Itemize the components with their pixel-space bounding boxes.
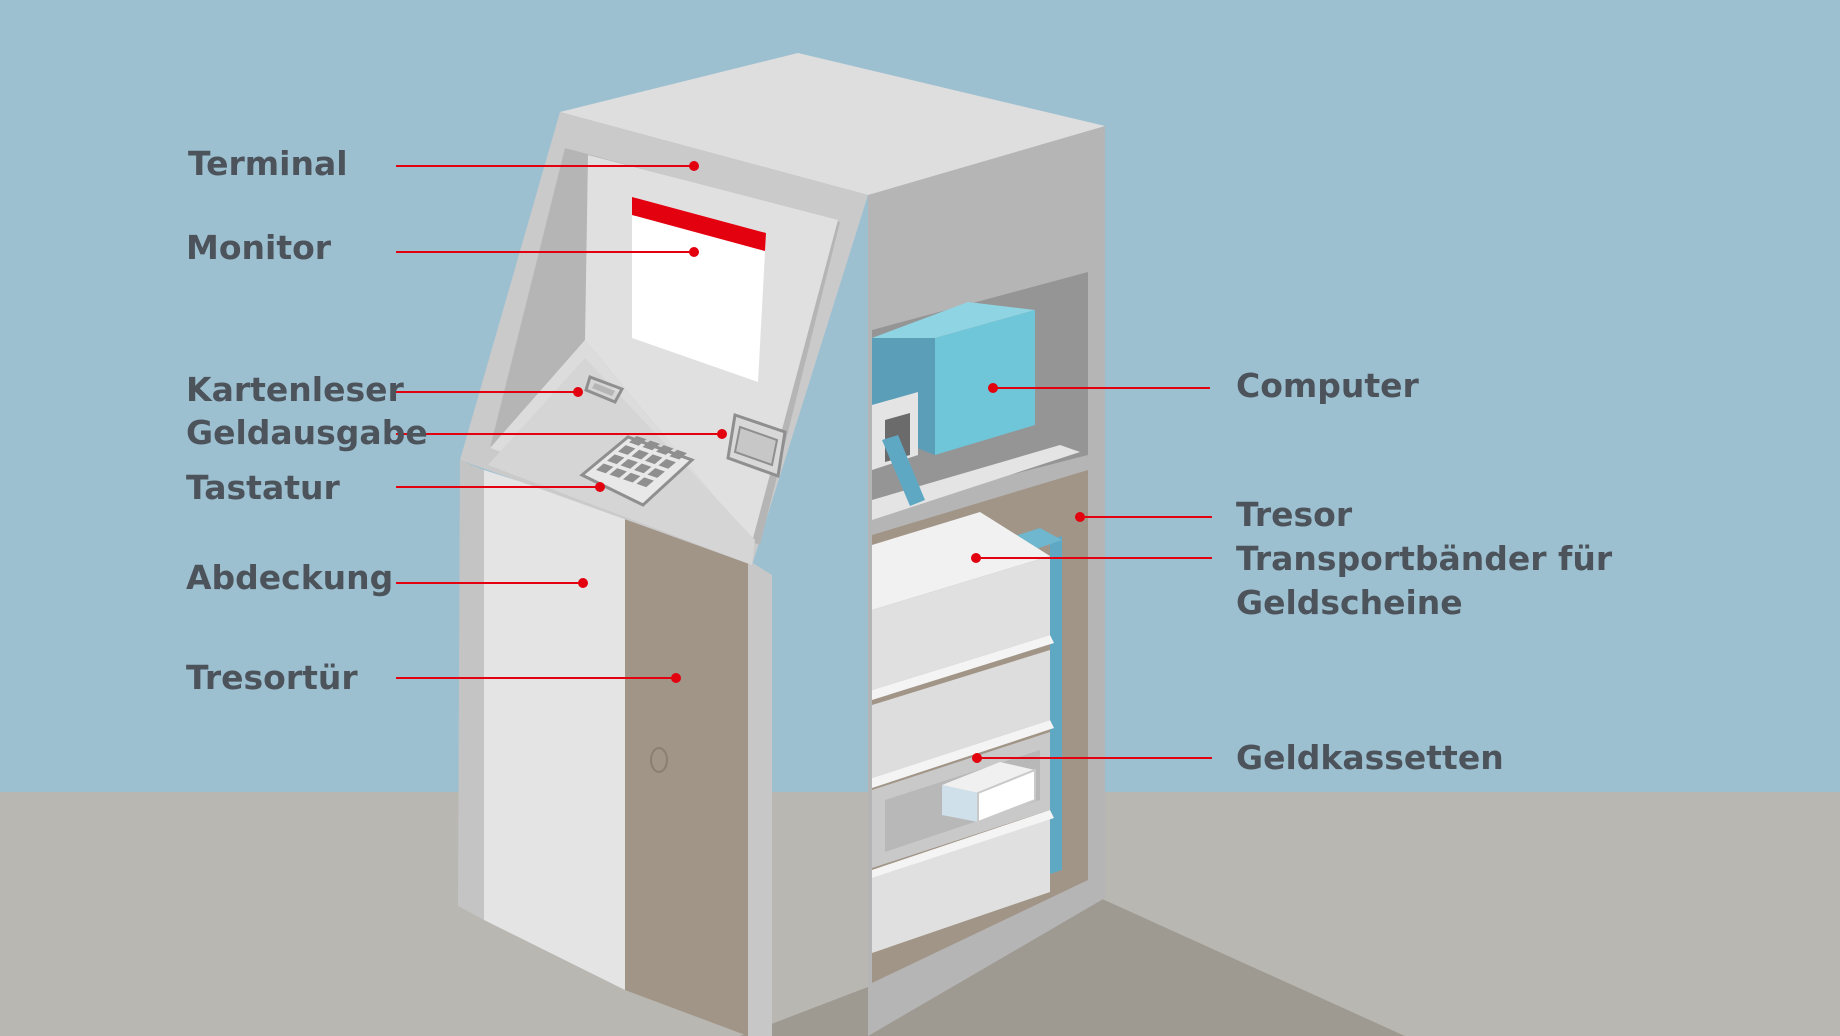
dot-kartenleser bbox=[573, 387, 583, 397]
keypad-key[interactable] bbox=[629, 435, 647, 446]
abdeckung-panel[interactable] bbox=[484, 470, 625, 990]
label-transport-line1: Transportbänder für bbox=[1236, 539, 1613, 578]
keypad-key[interactable] bbox=[647, 468, 665, 478]
label-tastatur: Tastatur bbox=[186, 468, 340, 507]
monitor-header-bar bbox=[632, 197, 766, 251]
cassette-4-front bbox=[872, 818, 1050, 953]
cassette-4-top bbox=[872, 810, 1054, 878]
label-kartenleser: Kartenleser bbox=[186, 370, 404, 409]
transport-belt-vertical bbox=[1050, 536, 1062, 874]
cassette-2-edge bbox=[872, 720, 1054, 788]
cassette-1-top bbox=[872, 512, 1050, 610]
leader-dots bbox=[573, 161, 1085, 763]
banknote-stack-side bbox=[977, 768, 1036, 824]
cassette-1-edge bbox=[872, 635, 1054, 700]
dot-tresortuer bbox=[671, 673, 681, 683]
keypad-key[interactable] bbox=[658, 458, 676, 469]
dot-geldausgabe bbox=[717, 429, 727, 439]
keypad-key[interactable] bbox=[607, 454, 625, 465]
label-geldkassetten: Geldkassetten bbox=[1236, 738, 1504, 777]
banknote-stack-top bbox=[942, 762, 1035, 793]
cassette-stack bbox=[872, 512, 1054, 953]
tresortuer-keyhole bbox=[650, 747, 668, 773]
keypad-key[interactable] bbox=[609, 468, 627, 478]
keypad-key[interactable] bbox=[623, 472, 641, 483]
label-terminal: Terminal bbox=[188, 144, 348, 183]
keypad-key[interactable] bbox=[645, 454, 663, 465]
label-tresor: Tresor bbox=[1236, 495, 1353, 534]
keypad-key[interactable] bbox=[634, 463, 652, 474]
computer-box-front[interactable] bbox=[935, 310, 1035, 455]
cabinet-front-right-edge bbox=[748, 560, 772, 1036]
dot-abdeckung bbox=[578, 578, 588, 588]
keypad-key[interactable] bbox=[656, 445, 674, 455]
cash-dispenser-slot bbox=[733, 425, 779, 467]
dot-terminal bbox=[689, 161, 699, 171]
tresortuer-panel[interactable] bbox=[625, 515, 748, 1036]
cabinet-left-edge bbox=[458, 460, 484, 920]
banknote-stack-front bbox=[942, 785, 978, 822]
transport-belt-upper bbox=[882, 435, 925, 506]
keypad-key[interactable] bbox=[642, 440, 660, 451]
dot-monitor bbox=[689, 247, 699, 257]
label-geldausgabe: Geldausgabe bbox=[186, 413, 428, 452]
card-slot[interactable] bbox=[584, 375, 625, 404]
roof-top bbox=[560, 53, 1105, 195]
monitor-screen[interactable] bbox=[632, 197, 766, 382]
card-slot-inner bbox=[592, 383, 615, 396]
keypad-key[interactable] bbox=[620, 458, 638, 469]
cavity-shelf bbox=[872, 445, 1080, 520]
label-abdeckung: Abdeckung bbox=[186, 558, 393, 597]
dot-transport bbox=[971, 553, 981, 563]
label-computer: Computer bbox=[1236, 366, 1420, 405]
cassette-2-front bbox=[872, 650, 1050, 778]
keypad[interactable] bbox=[579, 435, 695, 507]
keypad-keys bbox=[596, 435, 687, 488]
keypad-key[interactable] bbox=[631, 449, 649, 460]
cassette-1-front bbox=[872, 556, 1050, 690]
label-tresortuer: Tresortür bbox=[186, 658, 358, 697]
dot-tresor bbox=[1075, 512, 1085, 522]
keypad-key[interactable] bbox=[636, 477, 654, 488]
keypad-key[interactable] bbox=[596, 463, 614, 474]
dot-geldkassetten bbox=[972, 753, 982, 763]
keypad-key[interactable] bbox=[618, 445, 636, 455]
leader-lines bbox=[396, 165, 1212, 759]
computer-box-top bbox=[872, 302, 1035, 338]
keypad-key[interactable] bbox=[669, 449, 687, 460]
label-transport-line2: Geldscheine bbox=[1236, 583, 1463, 622]
label-monitor: Monitor bbox=[186, 228, 332, 267]
dot-computer bbox=[988, 383, 998, 393]
dot-tastatur bbox=[595, 482, 605, 492]
